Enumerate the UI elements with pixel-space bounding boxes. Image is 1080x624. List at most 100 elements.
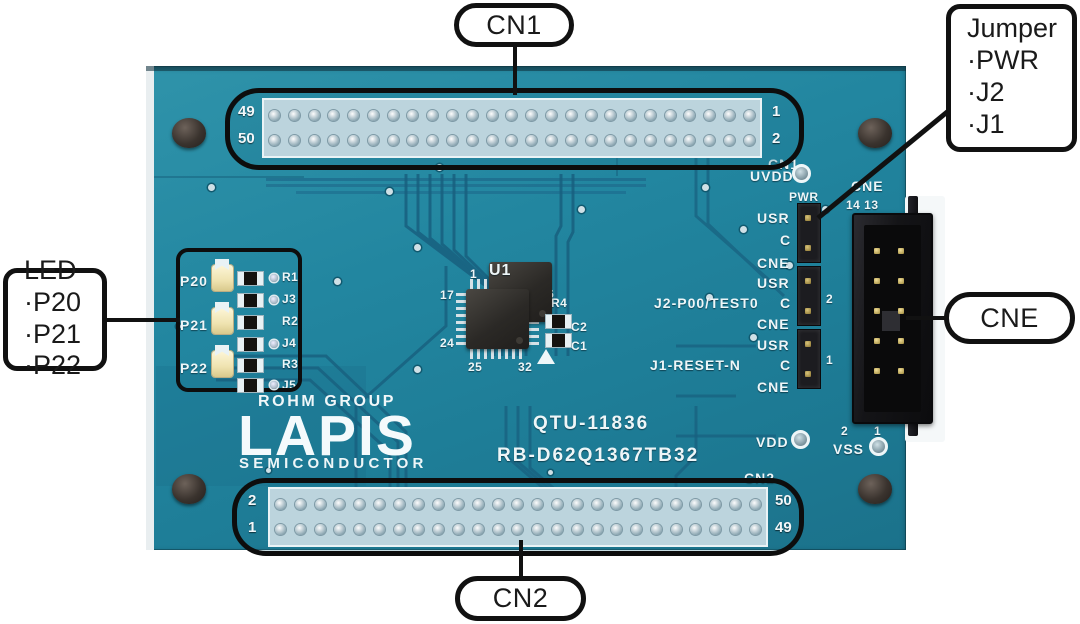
ic-pin-label-25: 25 xyxy=(468,360,483,374)
callout-jumper-item-j1: ·J1 xyxy=(967,108,1005,139)
mounting-standoff xyxy=(172,118,206,148)
vss-label: VSS xyxy=(833,441,865,457)
cne-pin-number-1: 1 xyxy=(874,424,882,438)
cn2-pin-2: 2 xyxy=(248,492,257,509)
led-comp-label-r2: R2 xyxy=(282,314,299,328)
led-comp-label-r1: R1 xyxy=(282,270,299,284)
callout-cn2-label: CN2 xyxy=(492,583,549,613)
callout-led-item-p21: ·P21 xyxy=(24,318,82,349)
cn2-pin-50: 50 xyxy=(775,492,792,509)
callout-cne-label: CNE xyxy=(980,302,1039,333)
leader-line-led xyxy=(106,318,180,322)
cn1-pad-field xyxy=(262,98,762,158)
passive-label-c1: C1 xyxy=(571,339,588,353)
silk-usr-row3: USR xyxy=(757,337,790,353)
callout-cn1-label: CN1 xyxy=(486,9,542,40)
vdd-test-point xyxy=(791,430,810,449)
jumper-header-j2[interactable] xyxy=(797,266,821,326)
cn2-pin-1: 1 xyxy=(248,519,257,536)
silk-pwr: PWR xyxy=(789,190,819,204)
callout-cn2[interactable]: CN2 xyxy=(455,576,586,621)
semiconductor-text: SEMICONDUCTOR xyxy=(239,455,428,472)
chip-resistor xyxy=(238,294,263,307)
led-port-label-p22: P22 xyxy=(180,360,208,376)
cn2-pin-49: 49 xyxy=(775,519,792,536)
part-number-line1: QTU-11836 xyxy=(533,413,650,434)
led-marker xyxy=(215,302,229,313)
mounting-standoff xyxy=(858,474,892,504)
silk-net-j1: J1-RESET-N xyxy=(650,357,741,373)
uvdd-test-point xyxy=(792,164,811,183)
led-indicator xyxy=(212,351,233,377)
callout-jumper[interactable]: Jumper ·PWR ·J2 ·J1 xyxy=(946,4,1077,152)
ic-pin-label-32: 32 xyxy=(518,360,533,374)
cn1-pin-2: 2 xyxy=(772,130,781,147)
callout-cn1[interactable]: CN1 xyxy=(454,3,574,47)
callout-led[interactable]: LED ·P20 ·P21 ·P22 xyxy=(3,255,107,380)
led-comp-label-r3: R3 xyxy=(282,357,299,371)
jumper-pin-number-2-j2: 2 xyxy=(826,292,834,306)
passive-label-r4: R4 xyxy=(551,296,568,310)
silk-cne-row3: CNE xyxy=(757,379,790,395)
ic-u1-package xyxy=(466,289,529,349)
silk-c-row3: C xyxy=(780,357,792,373)
cn2-pad-field xyxy=(268,487,768,547)
cne-pin-number-2: 2 xyxy=(841,424,849,438)
led-marker xyxy=(215,259,229,270)
led-comp-label-j3: J3 xyxy=(282,292,297,306)
chip-resistor xyxy=(238,379,263,392)
led-port-label-p21: P21 xyxy=(180,317,208,333)
callout-cne[interactable]: CNE xyxy=(944,292,1075,344)
led-test-pad xyxy=(270,274,278,282)
led-indicator xyxy=(212,265,233,291)
mounting-standoff xyxy=(172,474,206,504)
led-indicator xyxy=(212,308,233,334)
led-test-pad xyxy=(270,381,278,389)
led-test-pad xyxy=(270,296,278,304)
callout-jumper-item-j2: ·J2 xyxy=(967,77,1005,107)
jumper-pin-number-1-j1: 1 xyxy=(826,353,834,367)
jumper-header-j1[interactable] xyxy=(797,329,821,389)
passive-label-c2: C2 xyxy=(571,320,588,334)
chip-resistor xyxy=(238,359,263,372)
led-marker xyxy=(215,345,229,356)
callout-jumper-title: Jumper xyxy=(967,13,1058,44)
lapis-logo-text: LAPIS xyxy=(238,404,416,468)
silk-cne-row1: CNE xyxy=(757,255,790,271)
led-test-pad xyxy=(270,340,278,348)
chip-resistor xyxy=(238,272,263,285)
vdd-label: VDD xyxy=(756,434,789,450)
callout-led-item-p22: ·P22 xyxy=(24,350,82,381)
cne-pin-top-labels: 14 13 xyxy=(846,198,879,212)
ic-pin-label-24: 24 xyxy=(440,336,455,350)
led-comp-label-j4: J4 xyxy=(282,336,297,350)
silk-net-j2: J2-P00/TEST0 xyxy=(654,295,759,311)
silk-cne-row2: CNE xyxy=(757,316,790,332)
callout-jumper-item-pwr: ·PWR xyxy=(967,45,1039,76)
cn1-pin-49: 49 xyxy=(238,103,255,120)
chip-capacitor xyxy=(546,334,571,347)
leader-line-cn1 xyxy=(513,47,517,95)
leader-line-cn2 xyxy=(519,540,523,578)
silk-uvdd: UVDD xyxy=(750,168,794,184)
callout-led-title: LED xyxy=(24,254,77,285)
led-port-label-p20: P20 xyxy=(180,273,208,289)
ic-pin-label-1: 1 xyxy=(470,267,478,281)
silk-usr-row1: USR xyxy=(757,210,790,226)
chip-resistor xyxy=(238,316,263,329)
orientation-triangle-marker xyxy=(537,349,555,364)
silk-c-row2: C xyxy=(780,295,792,311)
cn1-pin-1: 1 xyxy=(772,103,781,120)
chip-resistor xyxy=(238,338,263,351)
vss-test-point xyxy=(869,437,888,456)
silk-usr-row2: USR xyxy=(757,275,790,291)
cn1-pin-50: 50 xyxy=(238,130,255,147)
part-number-line2: RB-D62Q1367TB32 xyxy=(497,445,700,466)
leader-line-cne xyxy=(906,316,946,320)
mounting-standoff xyxy=(858,118,892,148)
leader-line-jumper xyxy=(816,106,954,220)
ic-pin-label-17: 17 xyxy=(440,288,455,302)
jumper-header-pwr[interactable] xyxy=(797,203,821,263)
silk-c-row1: C xyxy=(780,232,792,248)
